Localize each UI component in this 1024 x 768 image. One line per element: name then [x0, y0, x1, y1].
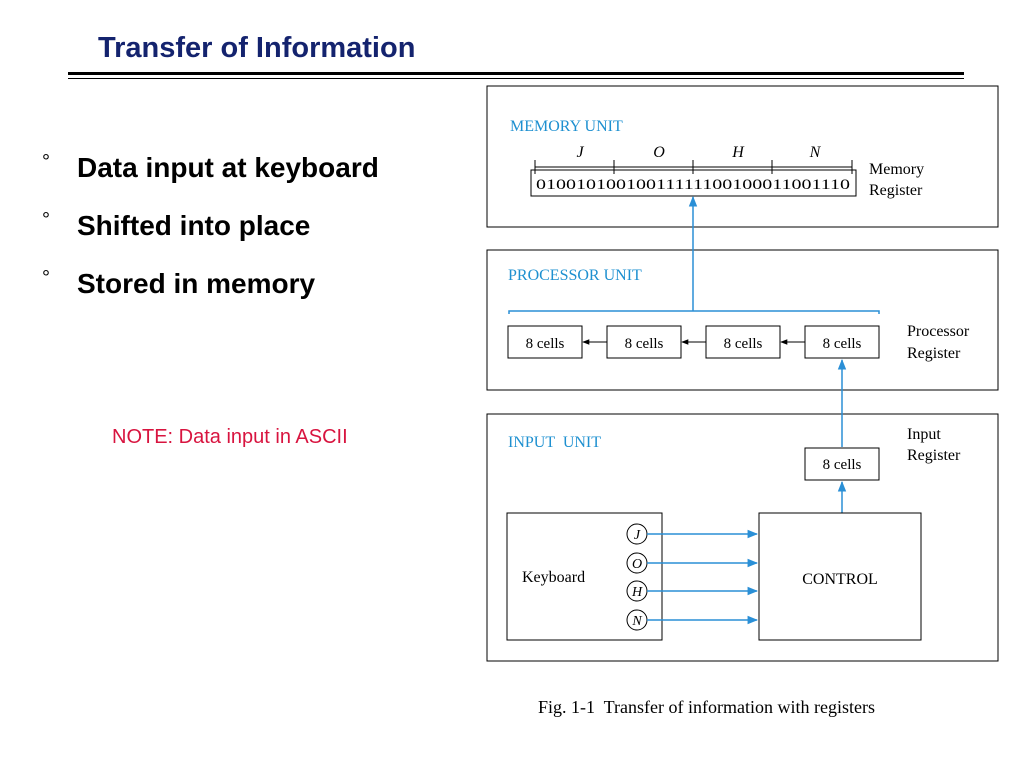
processor-bus-bracket [508, 310, 880, 314]
control-label: CONTROL [802, 571, 878, 588]
key-letter: J [634, 528, 641, 543]
processor-unit-box [486, 249, 999, 391]
key-letter: N [631, 614, 642, 629]
bullet-symbol: ° [42, 267, 50, 289]
ascii-note: NOTE: Data input in ASCII [112, 426, 348, 448]
keyboard-label: Keyboard [522, 569, 585, 586]
memory-letter: N [809, 144, 822, 161]
slide-title: Transfer of Information [98, 32, 416, 64]
memory-unit-label: MEMORY UNIT [510, 118, 623, 135]
memory-unit-box [486, 85, 999, 228]
bullet-list: ° Data input at keyboard ° Shifted into pl… [42, 148, 379, 322]
memory-register-label-line2: Register [869, 182, 923, 199]
processor-register-label-line1: Processor [907, 323, 970, 340]
input-unit-box [486, 413, 999, 662]
memory-letter: H [731, 144, 745, 161]
processor-cell-label: 8 cells [625, 336, 664, 352]
title-underline [68, 72, 964, 79]
key-letter: O [632, 557, 642, 572]
bullet-item: ° Shifted into place [42, 206, 379, 264]
key-letter: H [631, 585, 643, 600]
bullet-item: ° Stored in memory [42, 264, 379, 322]
bullet-text: Stored in memory [77, 268, 316, 299]
processor-cell-box [507, 325, 583, 359]
figure-caption: Fig. 1-1 Transfer of information with re… [538, 697, 875, 717]
control-box [758, 512, 922, 641]
memory-letter: J [576, 144, 584, 161]
bullet-text: Shifted into place [77, 210, 311, 241]
memory-register-label-line1: Memory [869, 161, 924, 178]
memory-register-bits: 01001010010011111100100011001110 [536, 177, 850, 193]
keyboard-box [506, 512, 663, 641]
processor-unit-label: PROCESSOR UNIT [508, 267, 642, 284]
bullet-symbol: ° [42, 209, 50, 231]
input-unit-label: INPUT UNIT [508, 434, 601, 451]
bullet-item: ° Data input at keyboard [42, 148, 379, 206]
input-register-label-line2: Register [907, 447, 961, 464]
bullet-symbol: ° [42, 151, 50, 173]
processor-cell-label: 8 cells [724, 336, 763, 352]
bullet-text: Data input at keyboard [77, 152, 379, 183]
processor-cell-label: 8 cells [823, 336, 862, 352]
input-register-box [804, 447, 880, 481]
input-register-label-line1: Input [907, 426, 941, 443]
processor-register-label-line2: Register [907, 345, 961, 362]
processor-cell-label: 8 cells [526, 336, 565, 352]
input-register-cell-label: 8 cells [823, 457, 862, 473]
memory-letter: O [653, 144, 665, 161]
